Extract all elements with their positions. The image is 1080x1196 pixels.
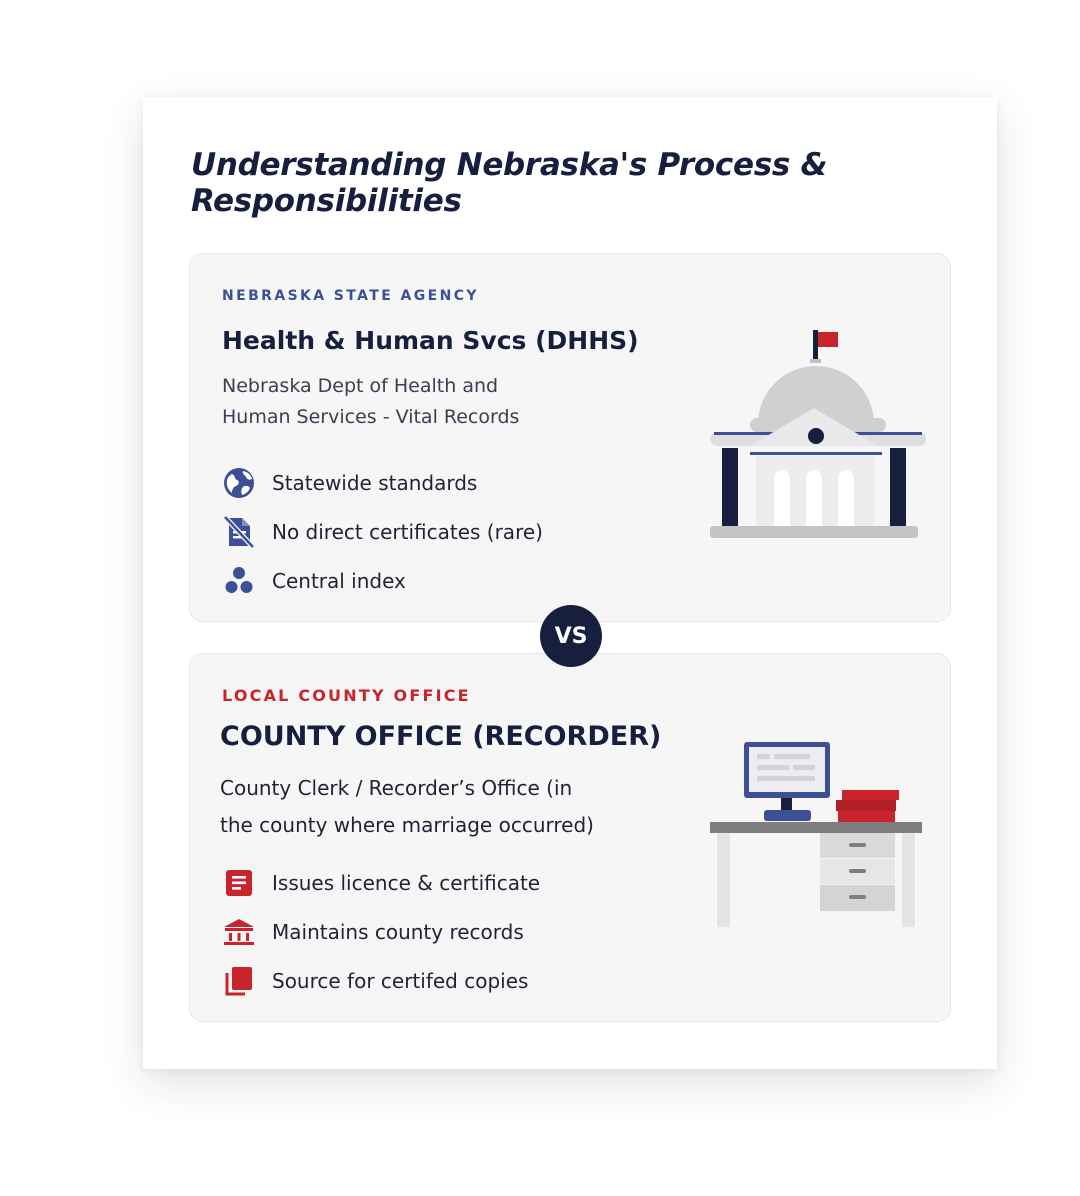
state-feature-list: Statewide standards No direct certificat… (222, 458, 543, 605)
copies-icon (222, 964, 256, 998)
document-icon (222, 866, 256, 900)
list-item: Statewide standards (222, 458, 543, 507)
list-item-label: Source for certifed copies (272, 968, 529, 993)
county-office-card: LOCAL COUNTY OFFICE COUNTY OFFICE (RECOR… (189, 653, 951, 1022)
list-item: Source for certifed copies (222, 956, 540, 1005)
list-item: Central index (222, 556, 543, 605)
list-item-label: Maintains county records (272, 919, 524, 944)
county-description: County Clerk / Recorder’s Office (in the… (220, 776, 594, 837)
no-file-icon (222, 514, 256, 549)
capitol-building-illustration (710, 330, 926, 538)
state-description: Nebraska Dept of Health and Human Servic… (222, 375, 520, 428)
list-item-label: Statewide standards (272, 470, 478, 495)
list-item: No direct certificates (rare) (222, 507, 543, 556)
globe-icon (222, 466, 256, 500)
bank-icon (222, 915, 256, 949)
infographic-page: Understanding Nebraska's Process & Respo… (143, 97, 997, 1069)
dots-cluster-icon (222, 564, 256, 598)
state-eyebrow: NEBRASKA STATE AGENCY (222, 288, 479, 304)
office-desk-illustration (710, 742, 922, 927)
list-item-label: Central index (272, 568, 406, 593)
state-agency-card: NEBRASKA STATE AGENCY Health & Human Svc… (189, 253, 951, 622)
vs-badge: VS (540, 605, 602, 667)
list-item-label: Issues licence & certificate (272, 870, 541, 895)
list-item: Maintains county records (222, 907, 540, 956)
county-eyebrow: LOCAL COUNTY OFFICE (222, 686, 471, 705)
page-title: Understanding Nebraska's Process & Respo… (191, 147, 828, 219)
county-feature-list: Issues licence & certificate Maintains c… (222, 858, 540, 1005)
county-heading: COUNTY OFFICE (RECORDER) (220, 721, 662, 752)
list-item-label: No direct certificates (rare) (272, 519, 543, 544)
state-heading: Health & Human Svcs (DHHS) (222, 326, 639, 355)
list-item: Issues licence & certificate (222, 858, 540, 907)
